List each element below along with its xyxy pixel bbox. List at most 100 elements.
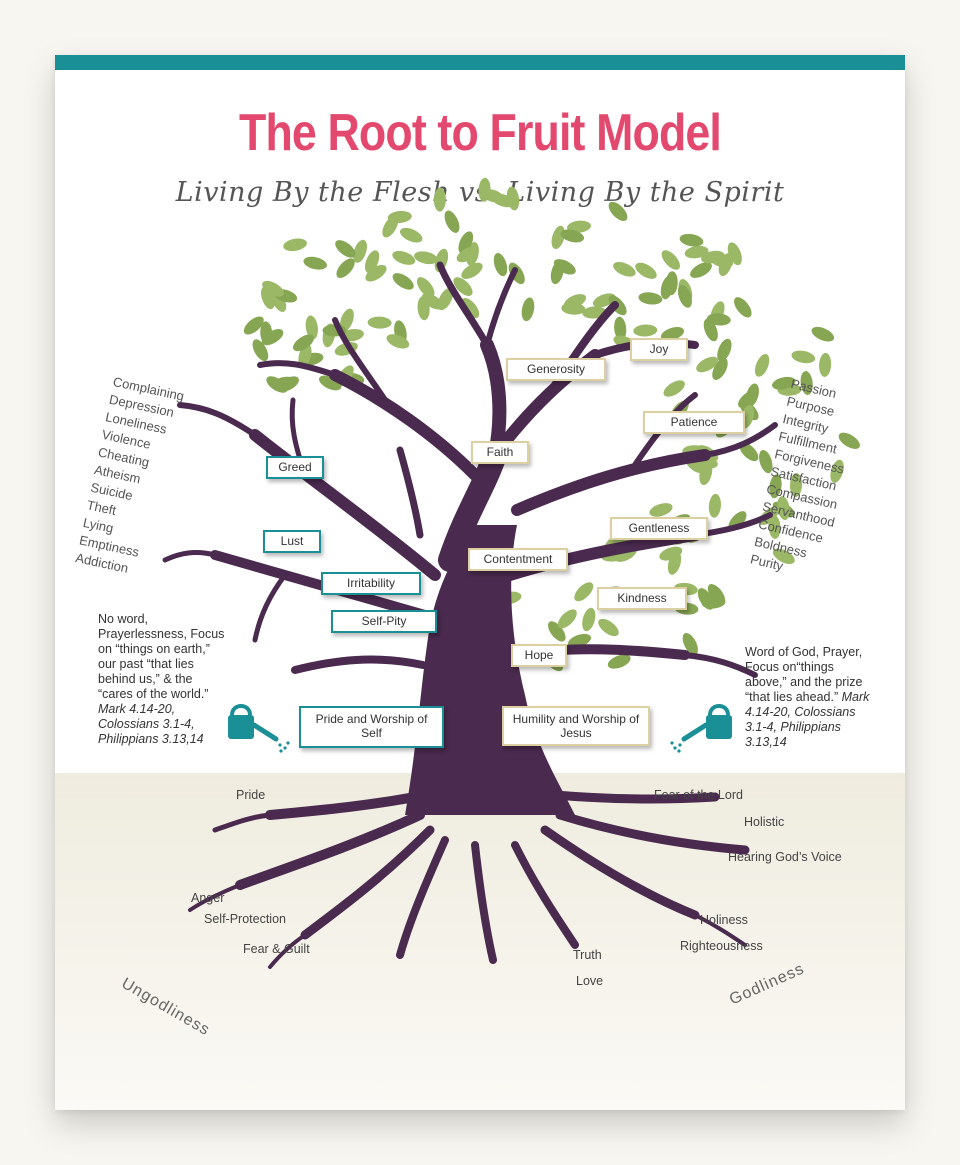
leaf [567, 633, 592, 648]
spirit-nourishment-text: Word of God, Prayer, Focus on“things abo… [745, 645, 863, 704]
leaf [243, 316, 264, 335]
leaf [769, 474, 782, 499]
leaf [553, 259, 576, 275]
flesh-label-irritability: Irritability [321, 572, 421, 595]
leaf [252, 339, 269, 362]
spirit-nourishment-refs: Mark 4.14-20, Colossians 3.1-4, Philippi… [745, 690, 870, 749]
leaf [608, 201, 628, 221]
leaf [461, 262, 483, 279]
leaf [386, 334, 410, 349]
root-label-holistic: Holistic [744, 815, 785, 829]
leaf [649, 503, 673, 517]
leaf [433, 187, 446, 212]
leaf [444, 210, 460, 233]
leaf [772, 548, 795, 565]
leaf [493, 252, 508, 277]
root-label-fear-guilt: Fear & Guilt [243, 942, 310, 956]
leaf [659, 546, 683, 561]
flesh-label-greed: Greed [266, 456, 324, 479]
leaf [262, 280, 284, 297]
leaf [638, 292, 663, 305]
leaf [682, 632, 698, 656]
leaf [701, 250, 725, 264]
leaf [660, 326, 685, 341]
tree-illustration [162, 177, 860, 969]
leaf [478, 177, 491, 202]
root-label-pride: Pride [236, 788, 266, 802]
leaf [335, 240, 356, 258]
flesh-label-self-pity: Self-Pity [331, 610, 437, 633]
leaf [392, 273, 414, 290]
leaf [754, 354, 770, 377]
root-label-self-protection: Self-Protection [204, 912, 286, 926]
root-label-righteousness: Righteousness [680, 939, 763, 953]
poster: The Root to Fruit Model Living By the Fl… [55, 55, 905, 1110]
spirit-label-faith: Faith [471, 441, 529, 464]
leaf [453, 277, 473, 296]
top-accent-bar [55, 55, 905, 70]
leaf [745, 383, 759, 407]
flesh-nourishment-note: No word, Prayerlessness, Focus on “thing… [98, 612, 228, 747]
flesh-nourishment-text: No word, Prayerlessness, Focus on “thing… [98, 612, 225, 701]
watering-can-icon-left [228, 704, 290, 753]
leaf [508, 262, 525, 285]
leaf [739, 442, 759, 462]
leaf [557, 609, 577, 629]
leaf [563, 294, 587, 309]
leaf [607, 654, 631, 669]
tree-trunk-branches [162, 261, 778, 969]
root-label-love: Love [576, 974, 604, 988]
root-label-fear-of-lord: Fear of the Lord [654, 788, 743, 802]
leaf [303, 256, 327, 270]
leaf [663, 380, 685, 397]
leaf [353, 239, 367, 263]
leaf [734, 297, 752, 318]
tree-trunk-top [438, 443, 507, 572]
leaf [461, 297, 480, 319]
watering-can-icon-right [670, 704, 732, 753]
spirit-label-humility-worship: Humility and Worship of Jesus [502, 706, 650, 746]
leaf [717, 338, 732, 362]
leaf [718, 253, 733, 277]
leaf [416, 277, 435, 298]
leaf [283, 238, 307, 252]
spirit-nourishment-note: Word of God, Prayer, Focus on“things abo… [745, 645, 875, 750]
leaf [456, 246, 479, 263]
leaf [679, 233, 704, 247]
leaf [706, 313, 731, 326]
leaf [677, 284, 692, 308]
leaf [336, 258, 355, 278]
leaf [567, 220, 591, 233]
spirit-label-hope: Hope [511, 644, 567, 667]
spirit-label-patience: Patience [643, 411, 745, 434]
leaf [614, 316, 627, 341]
leaf [789, 473, 803, 497]
leaf [574, 582, 594, 602]
leaf [791, 350, 816, 364]
leaf [382, 215, 399, 238]
leaf [777, 496, 790, 520]
leaf [560, 229, 585, 243]
leaf [633, 324, 658, 337]
leaf [759, 449, 773, 474]
flesh-label-pride-worship: Pride and Worship of Self [299, 706, 444, 748]
leaf [305, 315, 318, 340]
leaf [339, 308, 354, 332]
flesh-nourishment-refs: Mark 4.14-20, Colossians 3.1-4, Philippi… [98, 702, 204, 746]
leaf [548, 621, 566, 642]
root-label-holiness: Holiness [700, 913, 748, 927]
leaf [696, 356, 719, 373]
leaf [506, 186, 520, 211]
leaf [712, 358, 728, 380]
leaf [414, 251, 438, 265]
leaf [768, 514, 781, 539]
leaf [582, 607, 596, 632]
leaf [367, 316, 392, 329]
flesh-label-lust: Lust [263, 530, 321, 553]
leaf [635, 262, 657, 279]
leaf [707, 584, 726, 605]
root-label-hearing-voice: Hearing God’s Voice [728, 850, 842, 864]
spirit-label-kindness: Kindness [597, 587, 687, 610]
leaf [690, 262, 712, 278]
leaf [665, 271, 678, 296]
